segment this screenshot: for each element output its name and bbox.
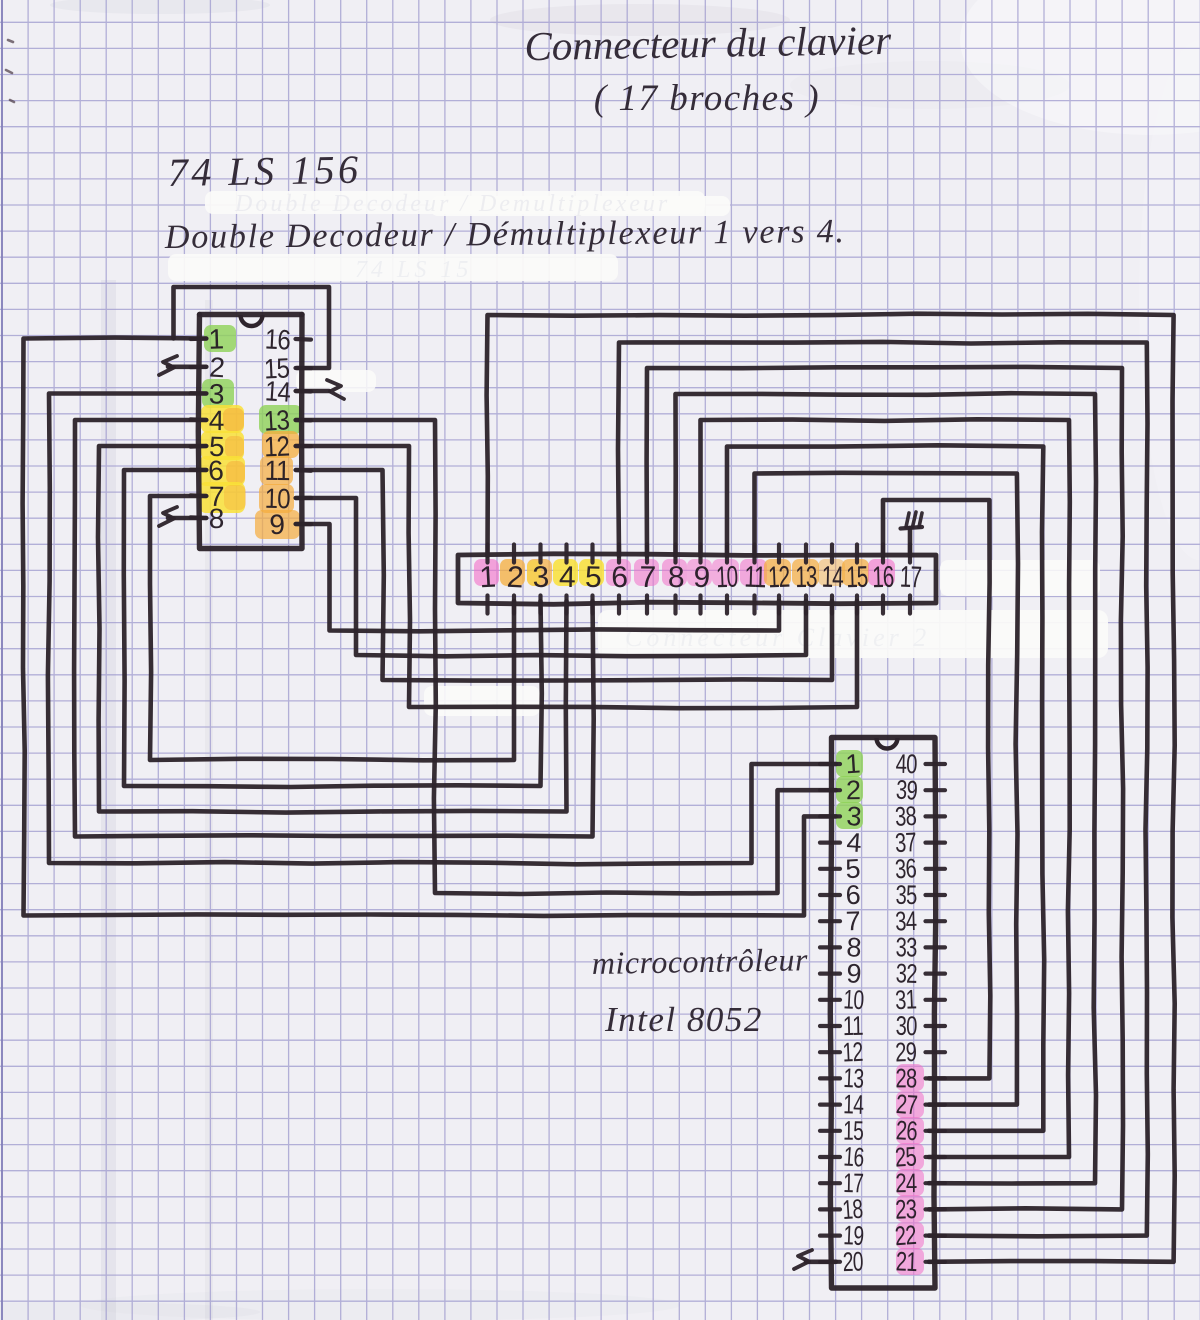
svg-text:27: 27 bbox=[895, 1089, 918, 1120]
svg-text:2: 2 bbox=[506, 561, 524, 595]
svg-text:5: 5 bbox=[845, 853, 861, 884]
svg-text:microcontrôleur: microcontrôleur bbox=[591, 941, 808, 981]
svg-text:1: 1 bbox=[845, 749, 861, 780]
svg-text:14: 14 bbox=[843, 1089, 865, 1120]
svg-text:17: 17 bbox=[899, 561, 922, 595]
svg-text:1: 1 bbox=[479, 561, 497, 595]
svg-text:Connecteur du clavier: Connecteur du clavier bbox=[524, 17, 892, 69]
svg-text:13: 13 bbox=[843, 1063, 864, 1094]
svg-text:12: 12 bbox=[768, 561, 791, 595]
svg-text:12: 12 bbox=[263, 430, 290, 462]
svg-text:25: 25 bbox=[894, 1141, 917, 1172]
svg-text:7: 7 bbox=[209, 481, 224, 512]
svg-text:31: 31 bbox=[895, 984, 917, 1015]
svg-text:16: 16 bbox=[264, 323, 291, 355]
svg-text:11: 11 bbox=[264, 455, 290, 486]
svg-text:3: 3 bbox=[532, 561, 549, 595]
svg-text:2: 2 bbox=[208, 351, 225, 383]
svg-text:10: 10 bbox=[715, 561, 738, 595]
svg-text:21: 21 bbox=[895, 1246, 917, 1277]
svg-text:4: 4 bbox=[846, 827, 863, 858]
svg-text:7: 7 bbox=[639, 561, 655, 594]
svg-text:30: 30 bbox=[895, 1011, 917, 1041]
svg-text:7: 7 bbox=[845, 906, 860, 936]
svg-text:5: 5 bbox=[585, 561, 602, 594]
svg-text:23: 23 bbox=[895, 1194, 917, 1225]
svg-text:24: 24 bbox=[895, 1168, 917, 1198]
svg-text:8: 8 bbox=[846, 932, 862, 963]
svg-text:22: 22 bbox=[894, 1220, 917, 1251]
svg-text:33: 33 bbox=[895, 932, 916, 962]
svg-text:6: 6 bbox=[207, 455, 224, 487]
svg-text:9: 9 bbox=[846, 958, 862, 989]
svg-text:15: 15 bbox=[263, 352, 290, 384]
svg-text:16: 16 bbox=[872, 561, 894, 595]
svg-text:4: 4 bbox=[209, 405, 224, 436]
svg-text:32: 32 bbox=[895, 958, 917, 989]
svg-text:2: 2 bbox=[846, 775, 860, 805]
svg-text:9: 9 bbox=[692, 561, 710, 595]
svg-text:19: 19 bbox=[843, 1220, 864, 1251]
svg-text:Double Decodeur / Démultiplexe: Double Decodeur / Démultiplexeur 1 vers … bbox=[164, 213, 846, 256]
svg-text:6: 6 bbox=[611, 561, 627, 594]
svg-text:10: 10 bbox=[843, 984, 865, 1015]
svg-text:14: 14 bbox=[264, 375, 291, 408]
svg-text:26: 26 bbox=[895, 1115, 917, 1146]
svg-text:37: 37 bbox=[894, 827, 917, 858]
svg-text:18: 18 bbox=[841, 1194, 863, 1225]
svg-text:17: 17 bbox=[843, 1168, 864, 1198]
svg-text:Intel 8052: Intel 8052 bbox=[604, 1000, 763, 1039]
svg-text:8: 8 bbox=[668, 561, 684, 594]
svg-text:10: 10 bbox=[264, 483, 290, 515]
svg-text:6: 6 bbox=[845, 880, 860, 911]
svg-text:29: 29 bbox=[895, 1037, 917, 1068]
svg-text:36: 36 bbox=[894, 853, 917, 884]
svg-text:( 17 broches ): ( 17 broches ) bbox=[594, 78, 820, 119]
svg-text:35: 35 bbox=[895, 880, 916, 910]
svg-text:5: 5 bbox=[209, 431, 225, 463]
svg-text:13: 13 bbox=[263, 404, 290, 436]
svg-text:13: 13 bbox=[795, 561, 817, 594]
svg-text:74 LS 15: 74 LS 15 bbox=[355, 257, 472, 283]
svg-text:12: 12 bbox=[842, 1037, 863, 1068]
svg-text:3: 3 bbox=[209, 378, 224, 409]
svg-text:20: 20 bbox=[842, 1247, 863, 1278]
svg-text:1: 1 bbox=[208, 323, 224, 354]
svg-text:15: 15 bbox=[846, 561, 868, 595]
svg-text:Double Decodeur / Demultiplexe: Double Decodeur / Demultiplexeur bbox=[234, 191, 670, 217]
svg-text:15: 15 bbox=[843, 1116, 863, 1146]
svg-text:14: 14 bbox=[821, 561, 843, 595]
svg-text:3: 3 bbox=[846, 801, 862, 832]
svg-text:38: 38 bbox=[894, 801, 917, 832]
svg-text:11: 11 bbox=[744, 561, 767, 595]
svg-text:11: 11 bbox=[843, 1011, 864, 1041]
svg-text:40: 40 bbox=[895, 749, 917, 779]
svg-text:28: 28 bbox=[895, 1063, 916, 1093]
svg-text:4: 4 bbox=[559, 561, 575, 594]
svg-text:34: 34 bbox=[895, 906, 918, 937]
svg-text:74 LS 156: 74 LS 156 bbox=[167, 147, 362, 195]
svg-text:9: 9 bbox=[269, 509, 285, 541]
svg-text:39: 39 bbox=[895, 775, 918, 806]
svg-text:16: 16 bbox=[843, 1141, 865, 1172]
svg-text:8: 8 bbox=[209, 503, 224, 534]
